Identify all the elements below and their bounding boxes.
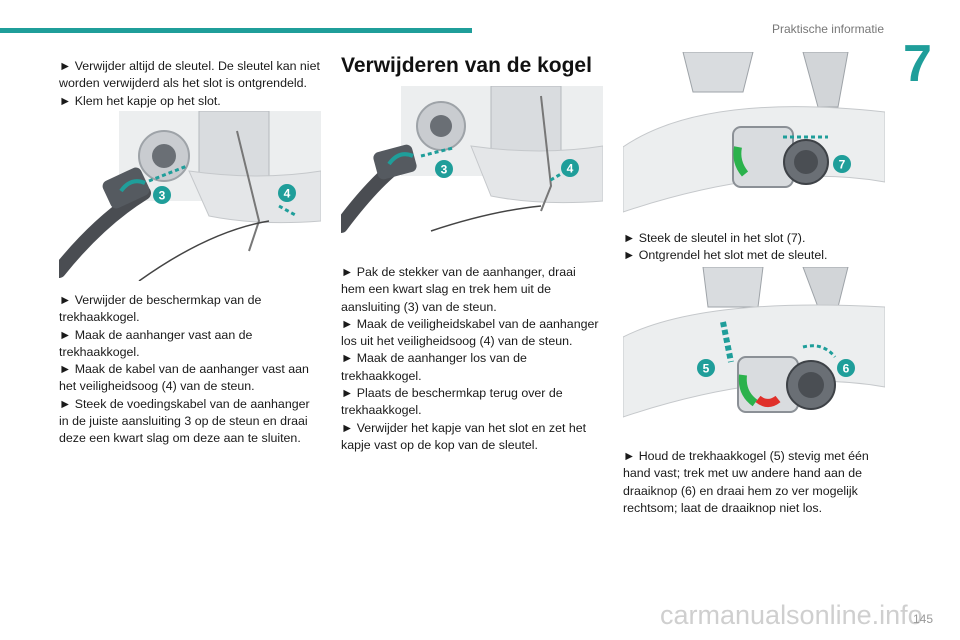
instruction: ► Verwijder de beschermkap van de trekha… [59,293,262,325]
callout-badge [278,184,296,202]
header-accent-bar [0,28,472,33]
callout-badge [435,160,453,178]
chapter-tab [893,0,960,104]
callout-label: 4 [284,187,291,201]
callout-label: 5 [703,362,710,376]
callout-label: 4 [567,162,574,176]
instruction: ► Maak de aanhanger los van de trekhaakk… [341,351,527,383]
chapter-number: 7 [903,35,932,93]
figure-unlock-knob: 5 6 [623,267,885,439]
col1-bottom-text: ► Verwijder de beschermkap van de trekha… [59,292,321,448]
instruction: ► Maak de veiligheidskabel van de aanhan… [341,316,599,349]
callout-label: 3 [441,163,448,177]
section-heading: Verwijderen van de kogel [341,54,592,77]
page-number: 145 [912,612,933,626]
instruction: ► Houd de trekhaakkogel (5) stevig met é… [623,449,869,515]
callout-badge [697,359,715,377]
callout-badge [837,359,855,377]
figure-tow-connect: 3 4 [59,111,321,281]
figure-ball-removal: 3 4 [341,86,603,256]
col1-top-text: ► Verwijder altijd de sleutel. De sleute… [59,58,321,110]
watermark: carmanualsonline.info [660,600,923,630]
instruction: ► Ontgrendel het slot met de sleutel. [623,248,828,263]
col3-bottom-text: ► Houd de trekhaakkogel (5) stevig met é… [623,448,885,517]
callout-badge [561,159,579,177]
callout-badge [833,155,851,173]
instruction: ► Maak de kabel van de aanhanger vast aa… [59,362,309,394]
instruction: ► Maak de aanhanger vast aan de trekhaak… [59,327,253,359]
instruction: ► Steek de sleutel in het slot (7). [623,231,806,245]
instruction: ► Steek de voedingskabel van de aanhange… [59,396,310,446]
instruction: ► Verwijder altijd de sleutel. De sleute… [59,59,320,91]
instruction: ► Pak de stekker van de aanhanger, draai… [341,265,576,314]
callout-label: 6 [843,362,850,376]
col3-middle-text: ► Steek de sleutel in het slot (7). ► On… [623,230,885,265]
callout-label: 3 [159,189,166,203]
section-title: Praktische informatie [771,22,884,36]
instruction: ► Verwijder het kapje van het slot en ze… [341,420,587,452]
figure-insert-key: 7 [623,52,885,218]
instruction: ► Plaats de beschermkap terug over de tr… [341,386,563,418]
callout-label: 7 [839,158,846,172]
callout-badge [153,186,171,204]
col2-text: ► Pak de stekker van de aanhanger, draai… [341,264,603,454]
instruction: ► Klem het kapje op het slot. [59,93,221,108]
